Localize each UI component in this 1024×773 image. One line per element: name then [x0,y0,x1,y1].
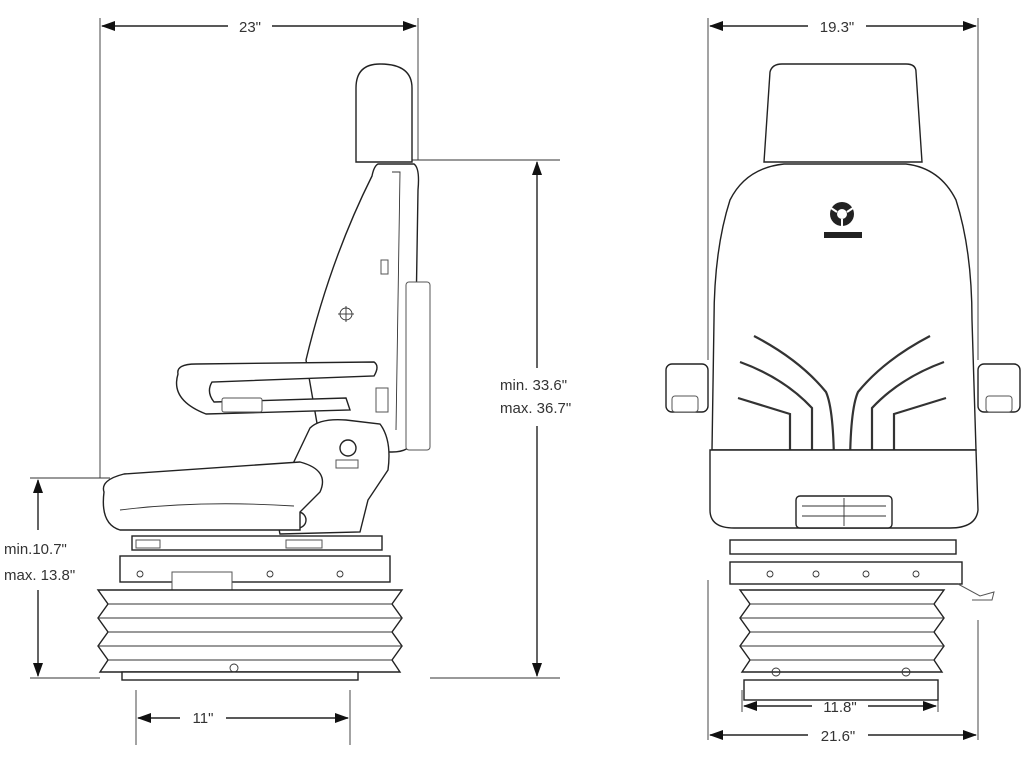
side-base-bolt [229,663,239,673]
front-side-lever [957,583,995,601]
side-headrest [355,63,413,163]
overall-base-width-label: 21.6" [821,728,856,745]
side-rail-clip-left [135,539,161,549]
side-base-plate [121,671,359,681]
front-frame-bolt-2 [812,570,820,578]
front-frame-bolt-1 [766,570,774,578]
front-seat-drawing [665,63,1021,701]
front-view: 19.3" 11.8" 21.6" [665,18,1021,745]
side-frame-bolt-3 [336,570,344,578]
side-suspension-handle [171,571,233,591]
side-cushion-seam [119,503,295,511]
side-backrest [305,163,420,453]
front-frame-bolt-4 [912,570,920,578]
side-view: 23" min. 33.6" max. 36.7" min.10.7" max.… [4,18,571,745]
front-headrest [763,63,923,163]
side-recline-knob [339,439,357,457]
front-suspension-frame [729,561,963,585]
side-armrest [175,361,378,415]
base-depth-label: 11" [193,710,214,727]
side-lumbar-panel [405,281,431,451]
front-base-plate [743,679,939,701]
side-rail-clip-right [285,539,323,549]
seat-height-min-label: min.10.7" [4,541,67,558]
side-armrest-latch [375,387,389,413]
side-frame-bolt-2 [266,570,274,578]
side-bellows [96,589,404,673]
front-armrest-left-pad [671,395,699,413]
side-rail-upper [131,535,383,551]
front-seat-cushion [709,449,979,529]
side-frame-bolt-1 [136,570,144,578]
side-seat-cushion [102,461,324,531]
side-backrest-seam [392,171,401,431]
side-seat-drawing [96,63,431,681]
side-bracket-label [335,459,359,469]
front-frame-bolt-3 [862,570,870,578]
front-base-bolt-left [771,667,781,677]
front-width-label: 19.3" [820,19,855,36]
side-suspension-frame [119,555,391,583]
height-max-label: max. 36.7" [500,400,571,417]
side-width-label: 23" [239,19,261,36]
side-armrest-pad [221,397,263,413]
front-base-bolt-right [901,667,911,677]
steering-wheel-logo-icon [824,202,862,238]
height-min-label: min. 33.6" [500,377,567,394]
side-back-slot [380,259,389,275]
front-rail [729,539,957,555]
front-armrest-right-pad [985,395,1013,413]
seat-height-max-label: max. 13.8" [4,567,75,584]
front-bellows [738,589,946,673]
base-width-label: 11.8" [823,699,856,716]
